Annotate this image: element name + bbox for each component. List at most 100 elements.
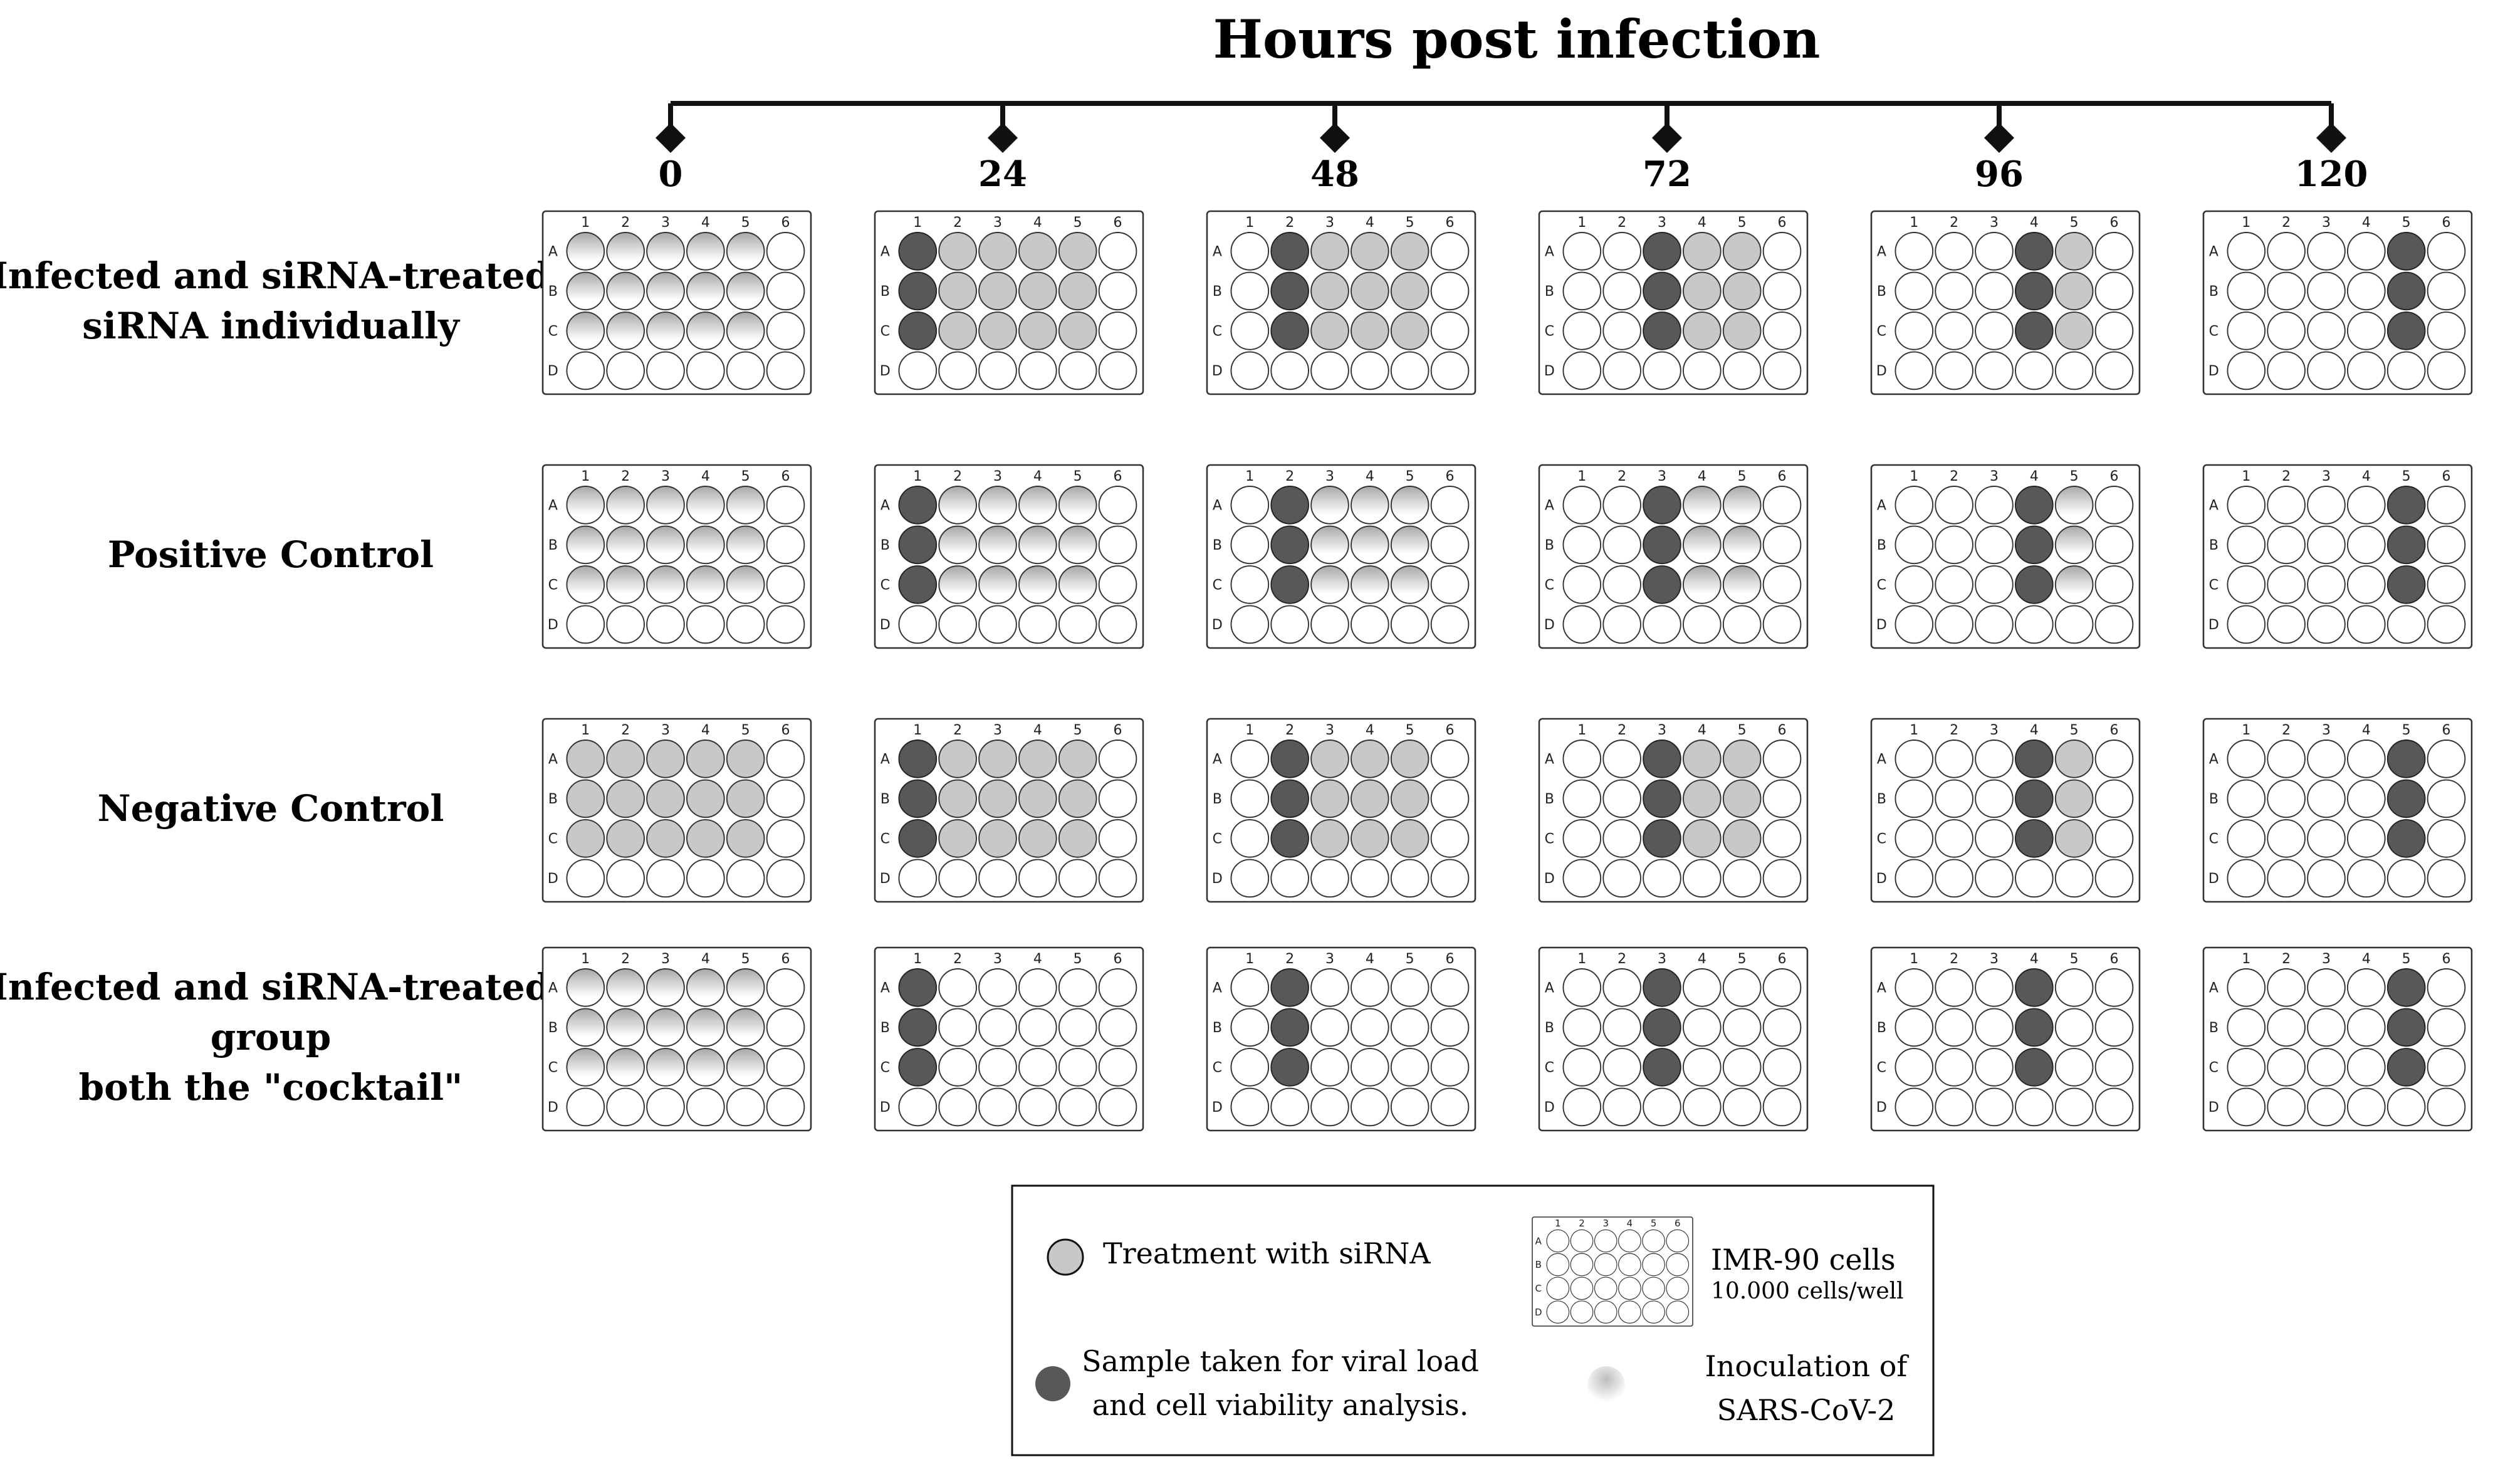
well: [2054, 271, 2094, 311]
column-label: 1: [581, 723, 590, 738]
well: [1683, 859, 1722, 898]
well: [1430, 1048, 1470, 1087]
well: [606, 351, 645, 390]
well: [1683, 232, 1722, 271]
well: [1975, 1008, 2014, 1047]
well: [2307, 525, 2346, 565]
well: [1642, 1300, 1665, 1324]
group-label-line: group: [211, 1016, 332, 1058]
well: [1098, 311, 1137, 350]
well: [1762, 1048, 1802, 1087]
well: [1683, 271, 1722, 311]
well: [1602, 1087, 1641, 1127]
treatment-label: Treatment with siRNA: [1103, 1236, 1431, 1270]
well: [2347, 1048, 2386, 1087]
well: [1935, 271, 1973, 311]
well: [1230, 1008, 1270, 1047]
well: [566, 819, 605, 858]
group-label-line: Positive Control: [108, 533, 434, 576]
column-label: 1: [1910, 215, 1918, 231]
timepoint-label: 120: [2295, 154, 2368, 195]
row-label: D: [1535, 1307, 1542, 1318]
well: [1270, 232, 1309, 271]
well: [646, 859, 685, 898]
row-label: D: [1876, 617, 1887, 633]
row-label: B: [2209, 538, 2218, 553]
well: [1762, 819, 1802, 858]
column-label: 5: [1074, 215, 1082, 231]
well: [1098, 565, 1137, 604]
well: [1098, 232, 1137, 271]
well: [1430, 565, 1470, 604]
well: [1762, 968, 1802, 1007]
well: [766, 565, 805, 604]
well: [1602, 605, 1641, 644]
well: [1602, 819, 1641, 858]
well: [2307, 1048, 2346, 1087]
row-label: A: [881, 498, 890, 514]
well: [1570, 1253, 1594, 1277]
row-label: B: [1213, 284, 1222, 300]
well: [726, 486, 765, 525]
well: [1230, 819, 1270, 858]
column-label: 2: [1579, 1218, 1585, 1229]
column-label: 1: [1245, 469, 1254, 484]
row-label: C: [881, 578, 890, 593]
column-label: 5: [2402, 469, 2411, 484]
well: [1351, 779, 1389, 818]
row-label: B: [1545, 538, 1554, 553]
well: [2347, 565, 2386, 604]
well: [1562, 779, 1602, 818]
column-label: 3: [1990, 951, 1999, 967]
well: [2386, 232, 2426, 271]
well: [1058, 271, 1097, 311]
column-label: 2: [1285, 215, 1294, 231]
well: [566, 1087, 605, 1127]
well: [2307, 779, 2346, 818]
well: [1894, 1087, 1934, 1127]
well: [2427, 779, 2466, 818]
inoculation-swatch: [1587, 1366, 1625, 1404]
well: [2015, 565, 2054, 604]
well: [2267, 351, 2306, 390]
well: [1230, 271, 1270, 311]
well: [2307, 351, 2346, 390]
column-label: 2: [621, 951, 630, 967]
well: [938, 1087, 977, 1127]
column-label: 3: [1658, 215, 1666, 231]
well: [1310, 311, 1349, 350]
column-label: 4: [1698, 215, 1706, 231]
well: [2227, 565, 2266, 604]
well: [2054, 565, 2094, 604]
well: [2054, 1048, 2094, 1087]
row-label: C: [1213, 578, 1222, 593]
inoculation-label-line2: SARS-CoV-2: [1717, 1393, 1896, 1427]
row-label: A: [881, 752, 890, 768]
well: [1351, 351, 1389, 390]
column-label: 6: [2110, 723, 2119, 738]
column-label: 2: [1617, 215, 1626, 231]
well: [2267, 525, 2306, 565]
well: [646, 565, 685, 604]
well: [1602, 968, 1641, 1007]
well: [1935, 486, 1973, 525]
well: [2015, 486, 2054, 525]
well: [766, 859, 805, 898]
well: [2054, 1008, 2094, 1047]
well: [1602, 232, 1641, 271]
well: [606, 739, 645, 778]
well: [1683, 1048, 1722, 1087]
column-label: 6: [1114, 951, 1122, 967]
legend-box: [1011, 1184, 1935, 1456]
well: [2386, 605, 2426, 644]
well: [1390, 311, 1429, 350]
well: [1643, 605, 1681, 644]
column-label: 5: [1406, 723, 1414, 738]
well: [1643, 1087, 1681, 1127]
well: [1018, 565, 1057, 604]
well: [978, 565, 1017, 604]
column-label: 1: [913, 951, 922, 967]
